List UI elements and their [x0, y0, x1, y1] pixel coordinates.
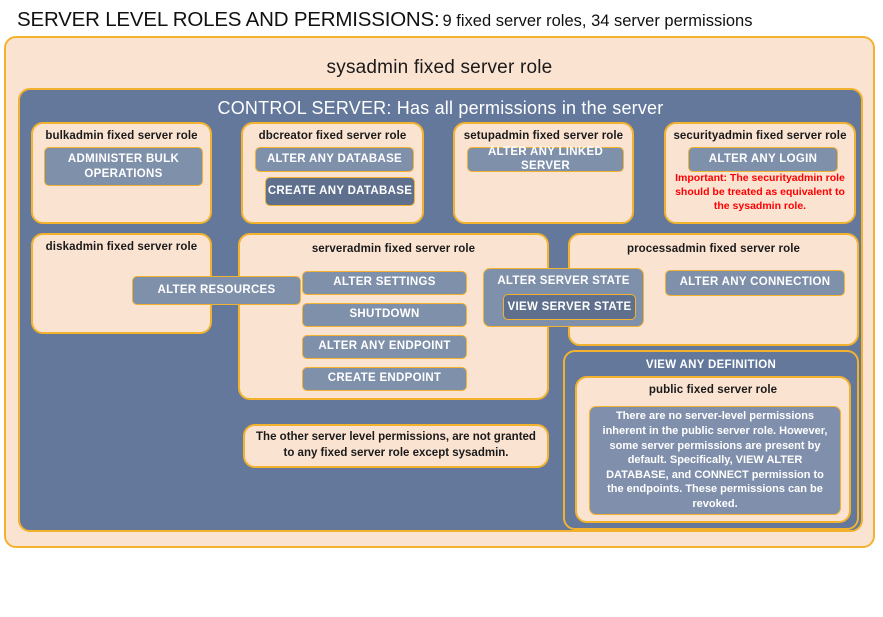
role-label-bulkadmin: bulkadmin fixed server role: [45, 130, 198, 142]
role-label-serveradmin: serveradmin fixed server role: [311, 243, 476, 255]
role-card-bulkadmin: bulkadmin fixed server role ADMINISTER B…: [31, 122, 212, 224]
page-title: SERVER LEVEL ROLES AND PERMISSIONS:9 fix…: [17, 8, 867, 34]
view-any-definition-container: VIEW ANY DEFINITION public fixed server …: [563, 350, 859, 530]
role-label-dbcreator: dbcreator fixed server role: [258, 130, 407, 142]
role-label-diskadmin: diskadmin fixed server role: [45, 241, 198, 253]
role-card-processadmin: processadmin fixed server role ALTER ANY…: [568, 233, 859, 346]
public-role-note: There are no server-level permissions in…: [589, 406, 841, 515]
sysadmin-role-label: sysadmin fixed server role: [326, 57, 553, 78]
role-card-setupadmin: setupadmin fixed server role ALTER ANY L…: [453, 122, 634, 224]
permission-administer-bulk-operations: ADMINISTER BULK OPERATIONS: [44, 147, 203, 186]
role-label-securityadmin: securityadmin fixed server role: [673, 130, 847, 142]
permission-create-endpoint: CREATE ENDPOINT: [302, 367, 467, 391]
permission-view-server-state: VIEW SERVER STATE: [503, 294, 636, 320]
other-permissions-note: The other server level permissions, are …: [243, 424, 549, 468]
page-title-main: SERVER LEVEL ROLES AND PERMISSIONS:: [17, 8, 440, 31]
role-card-dbcreator: dbcreator fixed server role ALTER ANY DA…: [241, 122, 424, 224]
role-label-setupadmin: setupadmin fixed server role: [463, 130, 624, 142]
role-card-serveradmin: serveradmin fixed server role ALTER SETT…: [238, 233, 549, 400]
role-card-public: public fixed server role There are no se…: [575, 376, 851, 523]
sql-server-version-label: SQL Server 2017: [54, 603, 151, 617]
permission-create-any-database: CREATE ANY DATABASE: [265, 177, 415, 206]
permission-alter-any-connection: ALTER ANY CONNECTION: [665, 270, 845, 296]
role-label-public: public fixed server role: [648, 384, 778, 396]
permission-alter-settings: ALTER SETTINGS: [302, 271, 467, 295]
role-card-securityadmin: securityadmin fixed server role ALTER AN…: [664, 122, 856, 224]
permission-view-any-definition-label: VIEW ANY DEFINITION: [645, 359, 777, 371]
permission-alter-server-state-label: ALTER SERVER STATE: [497, 275, 630, 287]
permission-alter-resources: ALTER RESOURCES: [132, 276, 301, 305]
diagram-canvas: SERVER LEVEL ROLES AND PERMISSIONS:9 fix…: [4, 8, 875, 548]
role-label-processadmin: processadmin fixed server role: [626, 243, 801, 255]
page-title-subtitle: 9 fixed server roles, 34 server permissi…: [442, 12, 753, 30]
permission-alter-any-login: ALTER ANY LOGIN: [688, 147, 838, 172]
control-server-label: CONTROL SERVER: Has all permissions in t…: [217, 98, 664, 118]
securityadmin-warning-text: Important: The securityadmin role should…: [675, 172, 845, 212]
permission-alter-server-state: ALTER SERVER STATE VIEW SERVER STATE: [483, 268, 644, 327]
permission-alter-any-endpoint: ALTER ANY ENDPOINT: [302, 335, 467, 359]
permission-alter-any-linked-server: ALTER ANY LINKED SERVER: [467, 146, 624, 172]
permission-shutdown: SHUTDOWN: [302, 303, 467, 327]
permission-alter-any-database: ALTER ANY DATABASE: [255, 147, 414, 172]
